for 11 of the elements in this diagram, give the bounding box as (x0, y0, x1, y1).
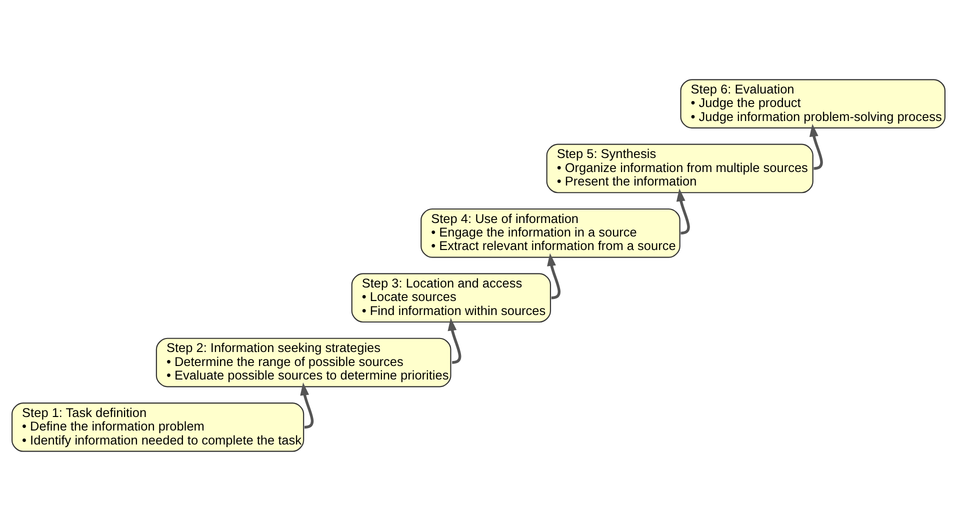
arrow (676, 188, 690, 235)
node-box: Step 5: Synthesis • Organize information from multiple sources • Present the information (546, 144, 814, 194)
node-box: Step 2: Information seeking strategies • Determine the range of possible sources • Evaluate possible sources to determine priorities (156, 338, 452, 388)
node-box: Step 6: Evaluation • Judge the product • Judge information problem-solving process (680, 79, 946, 128)
arrow (547, 253, 560, 300)
node-box: Step 4: Use of information • Engage the information in a source • Extract relevant information from a source (420, 208, 680, 258)
node-box: Step 1: Task definition • Define the information problem • Identify information needed to complete the task (12, 402, 304, 452)
arrow (300, 382, 314, 429)
arrow (448, 318, 462, 364)
arrow (809, 124, 823, 170)
node-box: Step 3: Location and access • Locate sources • Find information within sources (351, 273, 552, 323)
